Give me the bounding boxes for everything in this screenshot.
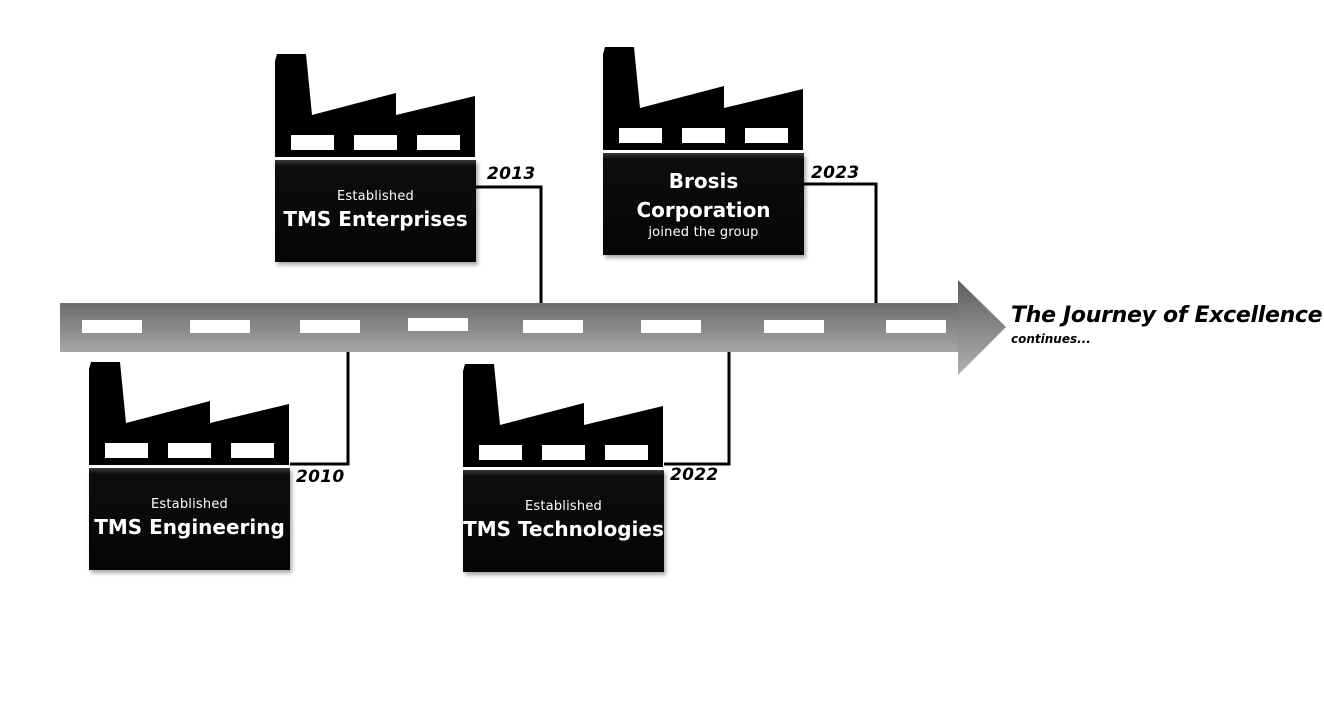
milestone-name: TMS Engineering — [94, 515, 285, 539]
factory-window — [231, 443, 274, 458]
road-dash — [641, 320, 701, 333]
road-dash — [886, 320, 946, 333]
year-label-2023: 2023 — [811, 163, 860, 183]
milestone-prefix: Established — [525, 499, 602, 514]
connector-2023 — [804, 182, 878, 303]
factory-window — [105, 443, 148, 458]
tagline: The Journey of Excellence continues... — [1011, 301, 1323, 347]
factory-icon — [275, 54, 475, 157]
milestone-box-tms-technologies: Established TMS Technologies — [463, 470, 664, 572]
factory-window — [619, 128, 662, 143]
factory-window — [605, 445, 648, 460]
connector-2010 — [290, 352, 350, 466]
year-label-2013: 2013 — [487, 164, 536, 184]
road-dash — [523, 320, 583, 333]
road-dash — [764, 320, 824, 333]
milestone-name-line-2: Corporation — [636, 198, 771, 222]
factory-window — [682, 128, 725, 143]
connector-2013 — [475, 185, 543, 303]
road-dash — [82, 320, 142, 333]
road-dash — [408, 318, 468, 331]
factory-icon — [89, 362, 289, 465]
arrow-head — [958, 280, 1006, 375]
road-dash — [190, 320, 250, 333]
milestone-name: TMS Technologies — [463, 517, 664, 541]
road-dashes — [82, 318, 946, 333]
milestone-box-tms-engineering: Established TMS Engineering — [89, 468, 290, 570]
road-dash — [300, 320, 360, 333]
year-label-2022: 2022 — [670, 465, 719, 485]
factory-window — [542, 445, 585, 460]
factory-window — [745, 128, 788, 143]
factory-icons — [89, 47, 803, 467]
milestone-name-line-1: Brosis — [668, 169, 739, 193]
milestone-suffix: joined the group — [648, 225, 759, 240]
tagline-title: The Journey of Excellence — [1011, 303, 1323, 328]
milestone-prefix: Established — [151, 497, 228, 512]
milestone-prefix: Established — [337, 189, 414, 204]
factory-window — [354, 135, 397, 150]
factory-window — [291, 135, 334, 150]
factory-window — [479, 445, 522, 460]
factory-window — [417, 135, 460, 150]
connector-2022 — [664, 352, 731, 466]
factory-icon — [463, 364, 663, 467]
year-label-2010: 2010 — [296, 467, 345, 487]
milestone-box-brosis-corporation: Brosis Corporation joined the group — [603, 153, 804, 255]
milestone-box-tms-enterprises: Established TMS Enterprises — [275, 160, 476, 262]
connectors — [290, 182, 878, 466]
factory-window — [168, 443, 211, 458]
timeline-road-arrow — [60, 280, 1006, 375]
factory-icon — [603, 47, 803, 150]
milestone-name: TMS Enterprises — [283, 207, 468, 231]
tagline-subtitle: continues... — [1011, 332, 1091, 346]
